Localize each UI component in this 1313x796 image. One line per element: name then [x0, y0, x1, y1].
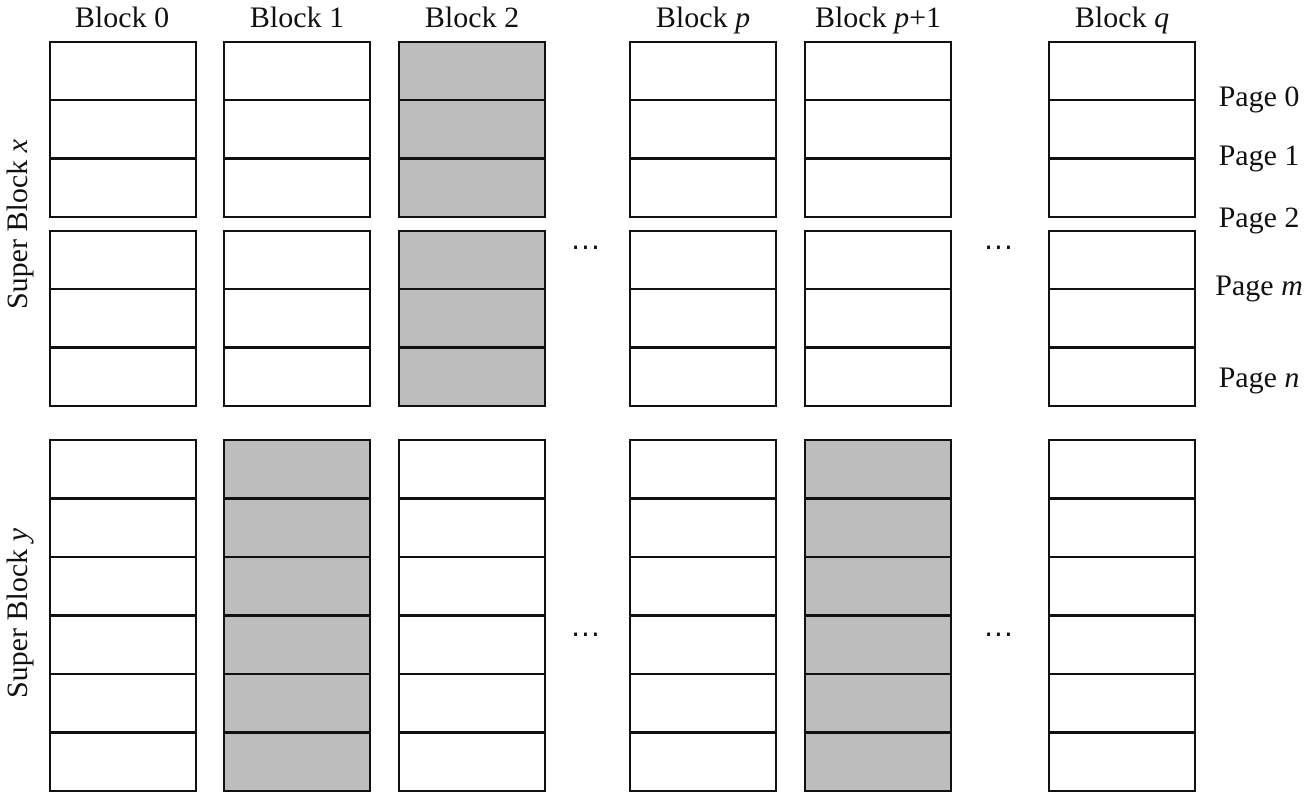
ellipsis-superblock-y-left: ··· — [571, 618, 601, 651]
page-cell-super1-block3-page3 — [629, 614, 777, 675]
page-cell-super1-block4-page3 — [804, 614, 952, 675]
page-cell-super1-block5-page5 — [1048, 732, 1196, 792]
page-cell-super0-block2-page2 — [398, 157, 546, 218]
page-cell-super1-block3-page4 — [629, 673, 777, 734]
page-cell-super1-block4-page5 — [804, 732, 952, 792]
page-cell-super0-block3-page4 — [629, 288, 777, 349]
page-cell-super0-block4-page1 — [804, 99, 952, 160]
block-header-1: Block 1 — [249, 1, 345, 34]
page-cell-super0-block3-page0 — [629, 41, 777, 101]
page-cell-super0-block2-page1 — [398, 99, 546, 160]
page-cell-super0-block2-page3 — [398, 230, 546, 290]
page-cell-super0-block4-page3 — [804, 230, 952, 290]
page-cell-super1-block1-page0 — [223, 439, 371, 499]
page-cell-super1-block0-page0 — [49, 439, 197, 499]
page-cell-super1-block3-page2 — [629, 556, 777, 617]
block-header-0: Block 0 — [74, 1, 170, 34]
page-cell-super0-block0-page1 — [49, 99, 197, 160]
page-cell-super1-block5-page1 — [1048, 497, 1196, 558]
page-cell-super0-block0-page4 — [49, 288, 197, 349]
page-cell-super0-block2-page4 — [398, 288, 546, 349]
page-cell-super0-block1-page1 — [223, 99, 371, 160]
page-cell-super0-block2-page0 — [398, 41, 546, 101]
page-cell-super1-block2-page5 — [398, 732, 546, 792]
page-cell-super0-block4-page0 — [804, 41, 952, 101]
page-cell-super1-block2-page4 — [398, 673, 546, 734]
page-cell-super0-block5-page5 — [1048, 346, 1196, 407]
page-cell-super1-block0-page5 — [49, 732, 197, 792]
page-cell-super0-block5-page2 — [1048, 157, 1196, 218]
page-cell-super1-block4-page0 — [804, 439, 952, 499]
page-cell-super1-block3-page1 — [629, 497, 777, 558]
page-cell-super1-block4-page2 — [804, 556, 952, 617]
page-cell-super0-block3-page3 — [629, 230, 777, 290]
page-cell-super1-block4-page1 — [804, 497, 952, 558]
page-cell-super0-block2-page5 — [398, 346, 546, 407]
page-cell-super0-block1-page3 — [223, 230, 371, 290]
page-cell-super1-block1-page4 — [223, 673, 371, 734]
ellipsis-superblock-x-left: ··· — [571, 231, 601, 264]
page-cell-super1-block3-page0 — [629, 439, 777, 499]
page-label-n: Page n — [1218, 361, 1300, 394]
page-cell-super0-block0-page5 — [49, 346, 197, 407]
page-cell-super1-block5-page2 — [1048, 556, 1196, 617]
page-cell-super0-block3-page5 — [629, 346, 777, 407]
page-cell-super0-block0-page0 — [49, 41, 197, 101]
page-cell-super0-block1-page5 — [223, 346, 371, 407]
page-cell-super0-block1-page0 — [223, 41, 371, 101]
page-cell-super0-block5-page3 — [1048, 230, 1196, 290]
page-cell-super0-block3-page1 — [629, 99, 777, 160]
page-cell-super1-block5-page4 — [1048, 673, 1196, 734]
ellipsis-superblock-x-right: ··· — [984, 231, 1014, 264]
block-header-q: Block q — [1074, 1, 1170, 34]
page-cell-super0-block0-page3 — [49, 230, 197, 290]
page-cell-super1-block2-page2 — [398, 556, 546, 617]
page-label-0: Page 0 — [1218, 80, 1300, 113]
page-cell-super1-block2-page1 — [398, 497, 546, 558]
page-label-1: Page 1 — [1218, 139, 1300, 172]
page-cell-super1-block0-page3 — [49, 614, 197, 675]
page-cell-super0-block0-page2 — [49, 157, 197, 218]
page-cell-super0-block4-page5 — [804, 346, 952, 407]
page-cell-super0-block3-page2 — [629, 157, 777, 218]
page-cell-super1-block1-page1 — [223, 497, 371, 558]
page-cell-super0-block5-page4 — [1048, 288, 1196, 349]
page-label-m: Page m — [1215, 269, 1303, 302]
page-cell-super0-block4-page2 — [804, 157, 952, 218]
super-block-x-label: Super Block x — [1, 139, 34, 309]
super-block-y-label: Super Block y — [1, 528, 34, 698]
page-cell-super0-block5-page0 — [1048, 41, 1196, 101]
block-header-p: Block p — [655, 1, 751, 34]
page-cell-super1-block2-page3 — [398, 614, 546, 675]
page-cell-super1-block2-page0 — [398, 439, 546, 499]
block-header-2: Block 2 — [424, 1, 520, 34]
page-cell-super1-block0-page2 — [49, 556, 197, 617]
page-cell-super1-block5-page0 — [1048, 439, 1196, 499]
page-cell-super1-block4-page4 — [804, 673, 952, 734]
page-cell-super1-block3-page5 — [629, 732, 777, 792]
page-cell-super1-block1-page3 — [223, 614, 371, 675]
block-header-p-plus-1: Block p+1 — [814, 1, 942, 34]
page-cell-super1-block0-page4 — [49, 673, 197, 734]
page-cell-super1-block0-page1 — [49, 497, 197, 558]
page-cell-super1-block1-page2 — [223, 556, 371, 617]
page-cell-super0-block1-page4 — [223, 288, 371, 349]
page-cell-super0-block5-page1 — [1048, 99, 1196, 160]
page-cell-super1-block1-page5 — [223, 732, 371, 792]
page-cell-super0-block1-page2 — [223, 157, 371, 218]
page-cell-super1-block5-page3 — [1048, 614, 1196, 675]
page-label-2: Page 2 — [1218, 201, 1300, 234]
ellipsis-superblock-y-right: ··· — [984, 618, 1014, 651]
page-cell-super0-block4-page4 — [804, 288, 952, 349]
